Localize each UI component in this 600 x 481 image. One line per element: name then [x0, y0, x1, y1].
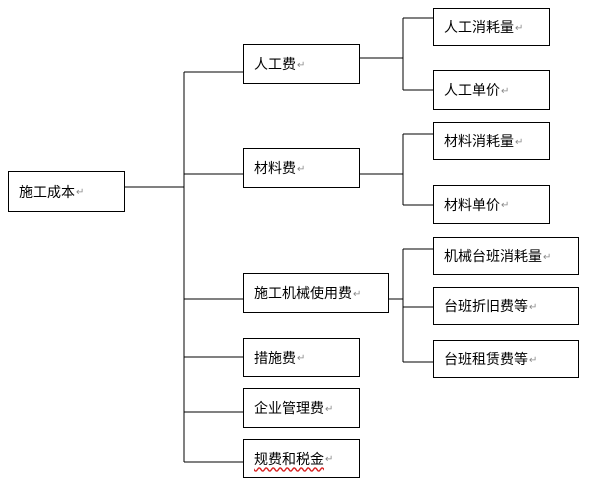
node-material-consumption: 材料消耗量↵: [433, 122, 550, 160]
return-mark: ↵: [297, 59, 306, 71]
return-mark: ↵: [297, 163, 306, 175]
node-measure-cost: 措施费↵: [243, 338, 360, 377]
node-label: 规费和税金: [254, 451, 324, 468]
node-label: 台班租赁费等: [444, 352, 528, 368]
return-mark: ↵: [529, 301, 538, 313]
node-label: 人工单价: [444, 83, 500, 99]
return-mark: ↵: [76, 187, 85, 198]
node-fees-and-taxes: 规费和税金↵: [243, 439, 360, 478]
node-machine-shift-consumption: 机械台班消耗量↵: [433, 237, 579, 275]
node-labor-cost: 人工费↵: [243, 44, 360, 84]
node-label: 企业管理费: [254, 401, 324, 417]
return-mark: ↵: [515, 136, 524, 148]
node-material-cost: 材料费↵: [243, 148, 360, 188]
node-label: 人工费: [254, 57, 296, 73]
node-label: 材料费: [254, 161, 296, 177]
node-label: 机械台班消耗量: [444, 249, 542, 265]
node-label: 施工机械使用费: [254, 286, 352, 302]
return-mark: ↵: [325, 454, 334, 465]
return-mark: ↵: [501, 200, 510, 211]
node-label: 台班折旧费等: [444, 299, 528, 315]
node-shift-rental: 台班租赁费等↵: [433, 340, 579, 378]
node-labor-consumption: 人工消耗量↵: [433, 8, 550, 46]
return-mark: ↵: [353, 288, 362, 300]
node-label: 人工消耗量: [444, 20, 514, 36]
node-construction-cost: 施工成本↵: [8, 171, 125, 212]
node-label: 材料消耗量: [444, 134, 514, 150]
node-labor-unit-price: 人工单价↵: [433, 70, 550, 110]
return-mark: ↵: [543, 251, 552, 263]
node-shift-depreciation: 台班折旧费等↵: [433, 287, 579, 325]
return-mark: ↵: [297, 353, 306, 364]
node-machinery-cost: 施工机械使用费↵: [243, 273, 389, 313]
node-label: 材料单价: [444, 197, 500, 214]
return-mark: ↵: [529, 354, 538, 366]
node-label: 施工成本: [19, 184, 75, 201]
node-label: 措施费: [254, 350, 296, 367]
return-mark: ↵: [515, 22, 524, 34]
return-mark: ↵: [501, 85, 510, 97]
node-management-cost: 企业管理费↵: [243, 388, 360, 428]
return-mark: ↵: [325, 403, 334, 415]
node-material-unit-price: 材料单价↵: [433, 185, 550, 224]
